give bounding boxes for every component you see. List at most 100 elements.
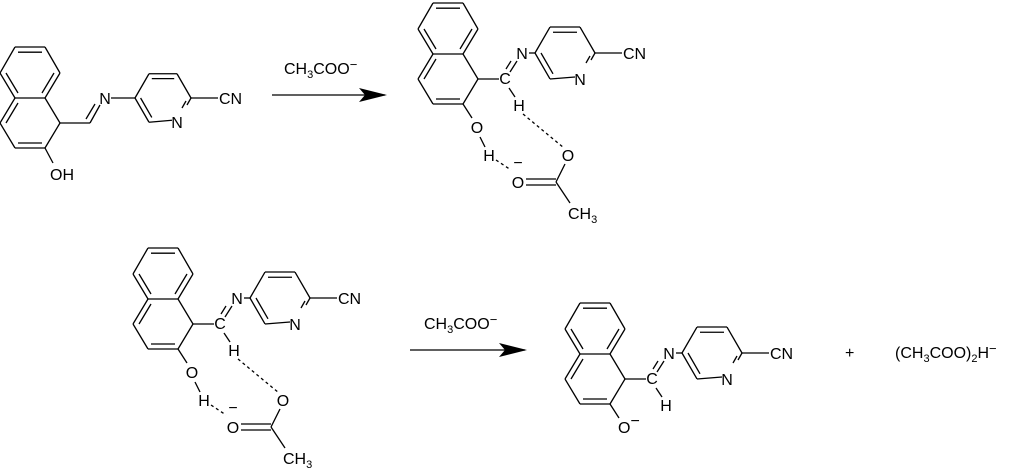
bond <box>508 87 516 98</box>
bond <box>220 305 227 315</box>
bond <box>132 323 149 350</box>
bond <box>696 376 723 380</box>
bond <box>540 52 554 75</box>
bond <box>737 352 743 361</box>
bond <box>423 58 437 80</box>
methyl-group: CH3 <box>283 451 312 471</box>
bond <box>652 360 659 370</box>
hydrogen-bond <box>522 113 565 149</box>
imine-nitrogen: N <box>231 291 243 308</box>
phenolate-oxygen: O− <box>618 413 640 437</box>
bond <box>132 247 149 275</box>
bond <box>5 102 19 124</box>
nitrile-group: CN <box>623 46 646 63</box>
bond <box>300 300 306 309</box>
imine-nitrogen: N <box>516 46 528 63</box>
reagent-label-1: CH3COO− <box>284 57 357 81</box>
bond <box>609 302 626 330</box>
pyridine-nitrogen: N <box>574 72 586 89</box>
bond <box>177 273 194 300</box>
bond <box>417 78 434 105</box>
bond <box>44 46 61 74</box>
pyridine-nitrogen: N <box>289 317 301 334</box>
methyl-group: CH3 <box>568 206 597 226</box>
bond <box>479 136 486 148</box>
bond <box>0 72 16 99</box>
bond <box>0 97 16 124</box>
pyridine-nitrogen: N <box>171 115 183 132</box>
bond <box>85 103 96 120</box>
phenol-oxygen: O <box>186 365 198 382</box>
reagent-label-2: CH3COO− <box>424 312 497 336</box>
bond <box>174 273 188 295</box>
bond <box>132 273 149 300</box>
bond <box>249 297 266 325</box>
bond <box>194 381 201 393</box>
imine-nitrogen: N <box>99 91 111 108</box>
bond <box>177 298 194 325</box>
hydroxyl-group: OH <box>50 167 74 184</box>
bond <box>270 426 286 449</box>
bond <box>148 119 173 123</box>
bond <box>687 352 701 375</box>
bond <box>44 122 61 149</box>
bond <box>462 2 479 30</box>
bond <box>5 72 19 94</box>
imine-hydrogen: H <box>513 98 525 115</box>
hydrogen-bond <box>210 404 227 416</box>
bond <box>732 355 738 364</box>
bond <box>176 73 192 99</box>
bond <box>570 358 584 380</box>
bond <box>0 122 16 149</box>
bond <box>609 378 626 405</box>
bond <box>609 403 620 419</box>
bond <box>462 78 479 105</box>
bond <box>177 348 188 364</box>
bond <box>44 147 54 164</box>
charge-minus: − <box>228 400 237 417</box>
bond <box>305 297 311 306</box>
bond <box>570 328 584 350</box>
bond <box>606 328 620 350</box>
bond <box>255 297 269 320</box>
bond <box>249 271 266 299</box>
bond <box>564 302 581 330</box>
bond <box>509 60 518 73</box>
bond <box>223 332 231 343</box>
imine-hydrogen: H <box>228 343 240 360</box>
bond <box>224 305 233 318</box>
bond <box>681 352 698 380</box>
imine-nitrogen: N <box>663 346 675 363</box>
bond <box>417 53 434 80</box>
bond <box>555 163 566 183</box>
bond <box>609 353 626 380</box>
bond <box>534 52 551 80</box>
acetate-oxygen: O <box>562 148 574 165</box>
hydroxyl-hydrogen: H <box>483 148 495 165</box>
bond <box>177 323 194 350</box>
bond <box>462 103 473 119</box>
bond <box>590 52 596 61</box>
bond <box>134 73 150 99</box>
bond <box>726 326 743 354</box>
bond <box>138 273 152 295</box>
bond <box>89 104 101 124</box>
nitrile-group: CN <box>770 346 793 363</box>
phenol-oxygen: O <box>471 120 483 137</box>
bond <box>417 2 434 30</box>
bond <box>294 271 311 299</box>
imine-carbon: C <box>499 71 511 88</box>
bond <box>44 72 61 99</box>
bond <box>423 28 437 50</box>
imine-carbon: C <box>214 316 226 333</box>
bond <box>44 97 61 124</box>
bond <box>270 408 281 428</box>
bond <box>549 76 576 80</box>
bond <box>177 247 194 275</box>
bond <box>462 28 479 55</box>
bond <box>564 328 581 355</box>
bond <box>181 100 187 109</box>
bond <box>656 360 665 373</box>
bond <box>505 60 512 70</box>
